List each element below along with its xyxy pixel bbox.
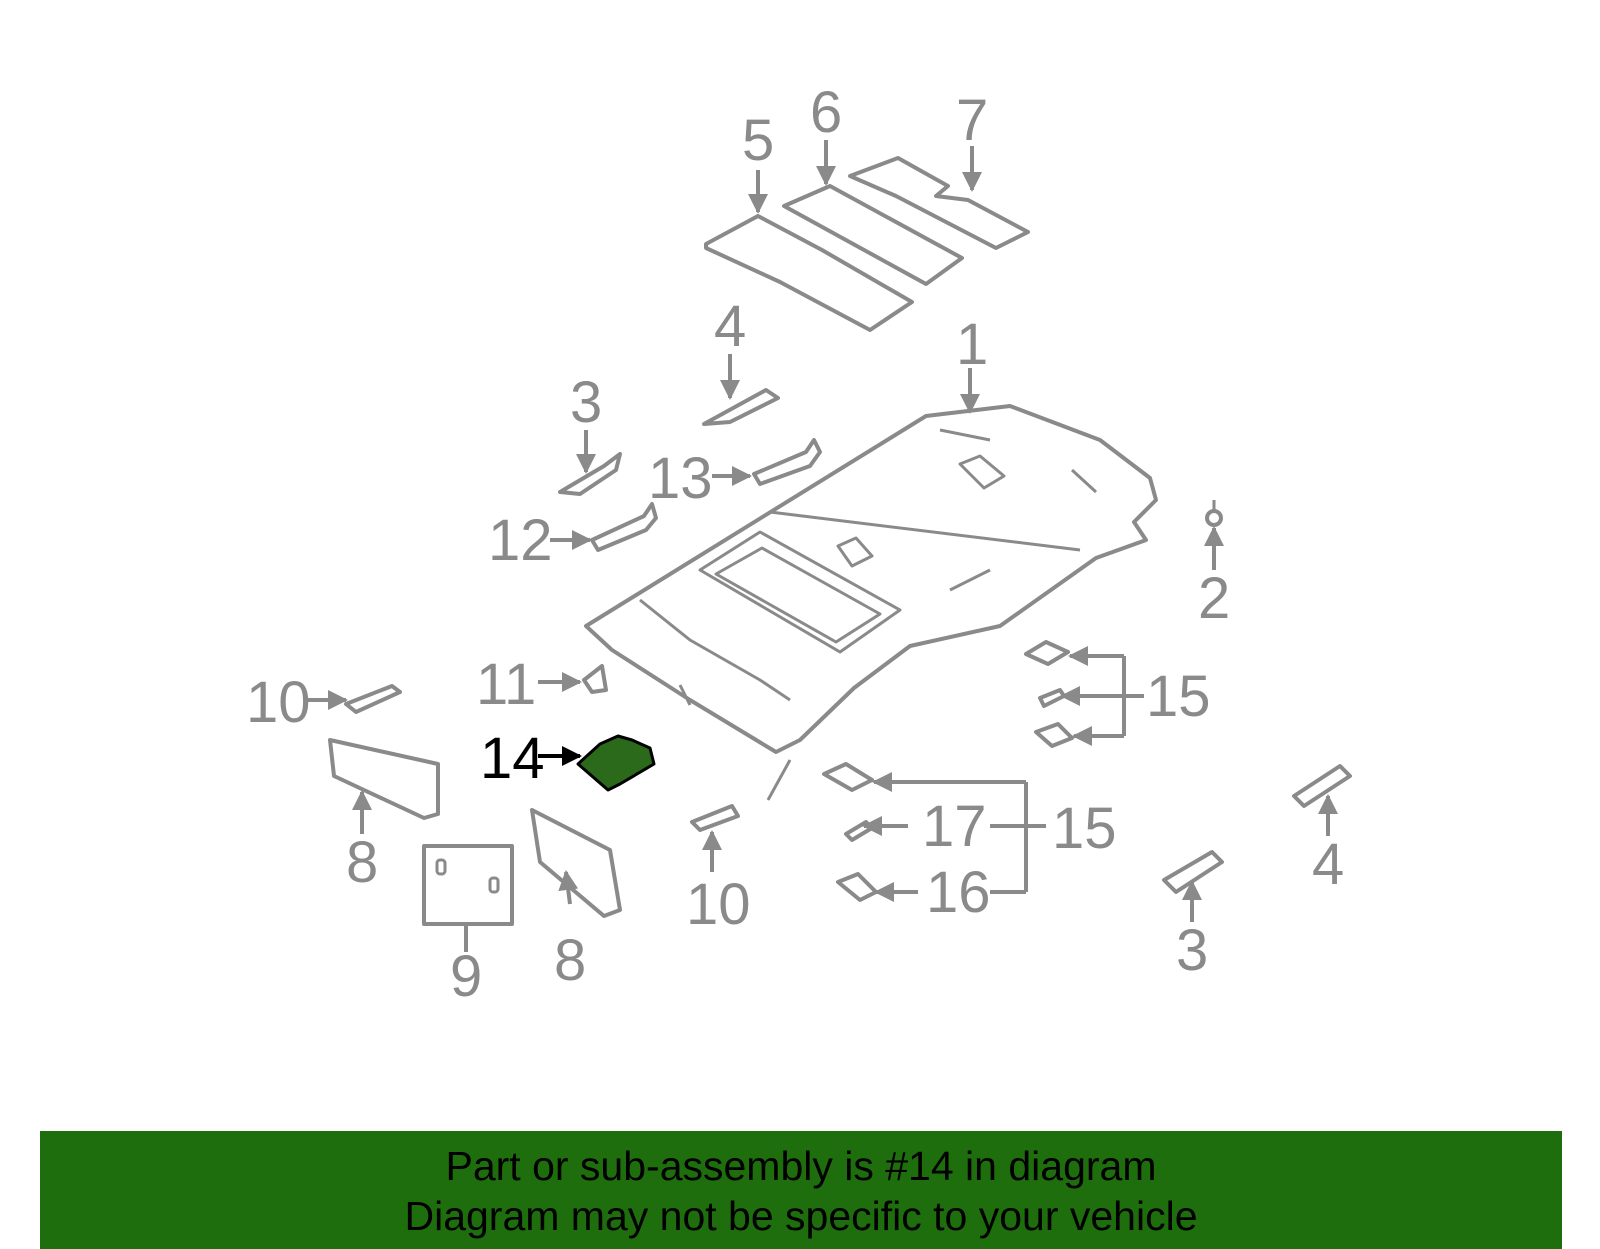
part-11-clip — [582, 664, 608, 694]
part-12-handle — [590, 502, 658, 552]
part-15-lamps-lower — [822, 762, 874, 792]
callout-17: 17 — [922, 794, 987, 859]
parts-diagram: 5 6 7 4 1 3 13 12 2 11 10 15 14 8 17 15 … — [246, 80, 1352, 1009]
callout-16: 16 — [926, 860, 991, 925]
part-3-bracket-left — [558, 452, 622, 496]
callout-labels: 5 6 7 4 1 3 13 12 2 11 10 15 14 8 17 15 … — [246, 80, 1344, 1009]
part-10-holder-left — [344, 684, 402, 714]
callout-13: 13 — [648, 446, 713, 511]
callout-15-lower: 15 — [1052, 796, 1117, 861]
part-5-insulator-panel — [704, 214, 914, 332]
callout-1: 1 — [956, 312, 988, 377]
callout-10-right: 10 — [686, 872, 751, 937]
callout-3-left: 3 — [570, 370, 602, 435]
part-14-highlighted[interactable] — [576, 734, 656, 792]
part-9-mirror-cover — [422, 844, 514, 926]
leader-lines — [304, 140, 1338, 952]
callout-14: 14 — [480, 726, 545, 791]
callout-10-left: 10 — [246, 670, 311, 735]
part-2-clip — [1205, 500, 1223, 527]
callout-2: 2 — [1198, 566, 1230, 631]
callout-15-upper: 15 — [1146, 664, 1211, 729]
part-8-sunvisor-left — [328, 738, 440, 820]
part-13-handle — [752, 438, 822, 486]
banner-line-1: Part or sub-assembly is #14 in diagram — [445, 1143, 1157, 1189]
part-3-bracket-right — [1162, 850, 1224, 894]
callout-8-right: 8 — [554, 928, 586, 993]
callout-5: 5 — [742, 108, 774, 173]
callout-8-left: 8 — [346, 830, 378, 895]
callout-12: 12 — [488, 508, 553, 573]
part-10-holder-right — [690, 804, 740, 832]
part-8-sunvisor-right — [530, 808, 622, 918]
info-banner: Part or sub-assembly is #14 in diagram D… — [40, 1131, 1562, 1249]
callout-3-right: 3 — [1176, 918, 1208, 983]
callout-4-right: 4 — [1312, 832, 1344, 897]
callout-9: 9 — [450, 944, 482, 1009]
banner-line-2: Diagram may not be specific to your vehi… — [404, 1193, 1198, 1239]
part-4-bracket-top — [702, 388, 780, 426]
part-16-lens — [836, 872, 878, 902]
part-1-headliner — [584, 404, 1158, 801]
callout-4-top: 4 — [714, 294, 746, 359]
callout-11: 11 — [476, 652, 536, 717]
callout-7: 7 — [956, 88, 988, 153]
part-6-insulator-panel — [782, 184, 964, 286]
part-7-insulator-panel — [848, 156, 1030, 250]
part-4-bracket-right — [1292, 764, 1352, 808]
callout-6: 6 — [810, 80, 842, 145]
